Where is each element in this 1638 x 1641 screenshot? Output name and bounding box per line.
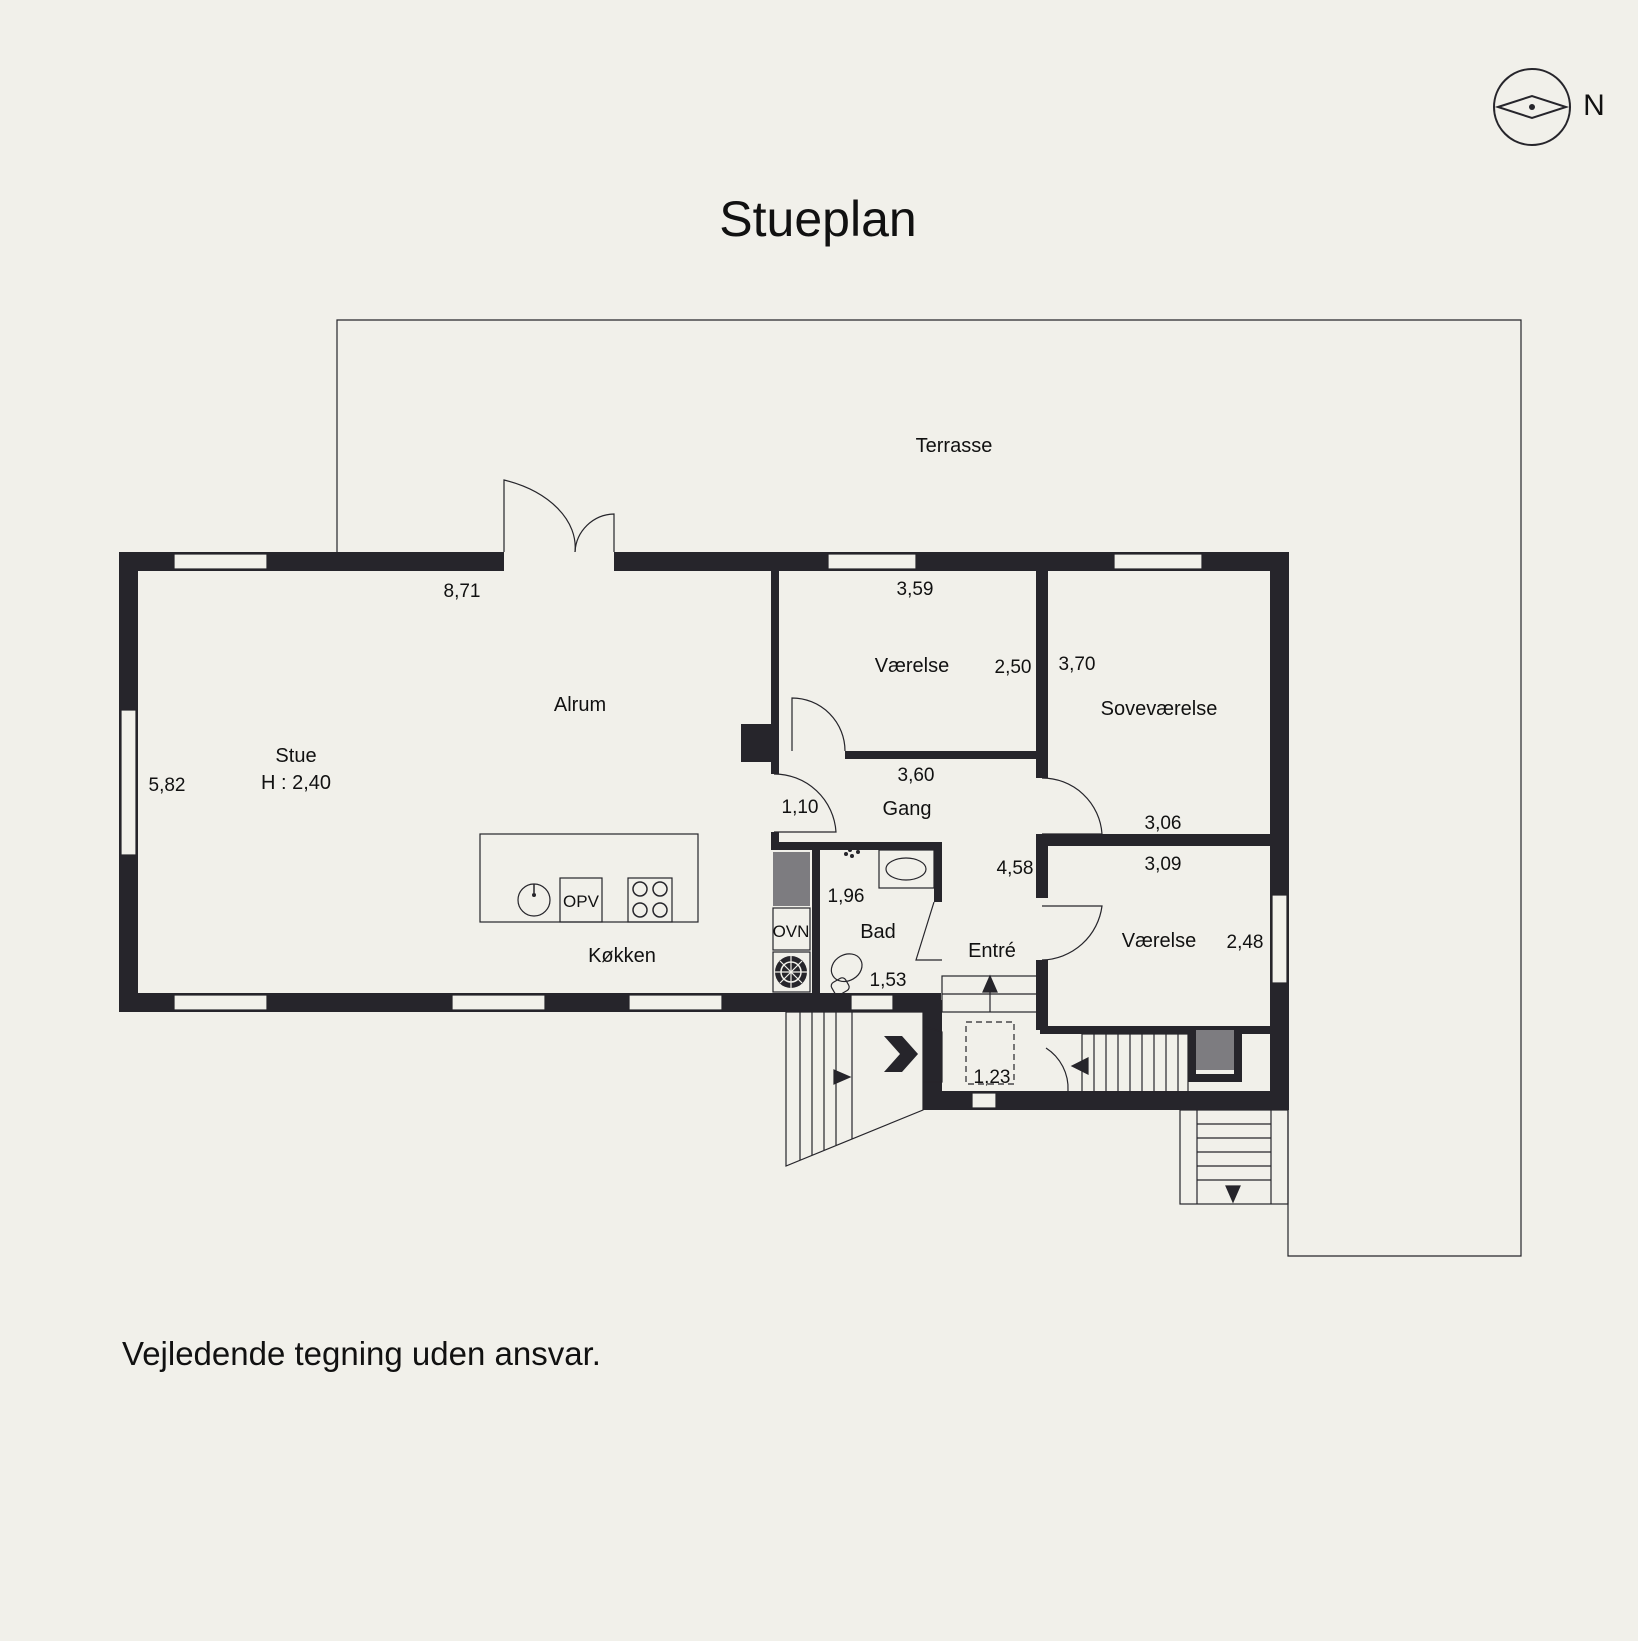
dimension-label: 8,71 <box>444 581 481 602</box>
back-cabinet-block <box>1196 1030 1234 1070</box>
room-vaerelse-1: Værelse <box>875 655 949 677</box>
dimension-label: 5,82 <box>149 775 186 796</box>
washbasin-icon <box>878 849 935 889</box>
dimension-label: 3,09 <box>1145 854 1182 875</box>
back-stairs <box>1070 1033 1189 1093</box>
room-entre: Entré <box>968 940 1016 962</box>
dimension-label: 2,50 <box>995 657 1032 678</box>
terrace-outline <box>336 319 1522 1257</box>
shower-icon <box>844 848 860 858</box>
dimension-label: 1,10 <box>782 797 819 818</box>
compass-label: N <box>1583 89 1605 122</box>
cabinet-block <box>773 852 810 906</box>
dishwasher-label: OPV <box>563 892 600 911</box>
toilet-icon <box>830 953 863 996</box>
room-gang: Gang <box>883 798 932 820</box>
exterior-stairs-right <box>1179 1109 1289 1205</box>
dimension-label: 3,60 <box>898 765 935 786</box>
dimension-label: 2,48 <box>1227 932 1264 953</box>
doors <box>503 479 1103 1092</box>
interior-walls <box>741 568 1275 1082</box>
kitchen-island: OPV <box>479 833 699 923</box>
room-sovevaerelse: Soveværelse <box>1101 698 1218 720</box>
room-alrum: Alrum <box>554 694 606 716</box>
oven-label: OVN <box>773 922 810 941</box>
entrance-chevron-icon <box>884 1036 918 1072</box>
dimension-label: 1,96 <box>828 886 865 907</box>
dimension-label: 3,06 <box>1145 813 1182 834</box>
dimension-label: 3,59 <box>897 579 934 600</box>
room-vaerelse-2: Værelse <box>1122 930 1196 952</box>
exterior-stairs-left <box>785 1011 924 1167</box>
sink-icon <box>517 883 551 917</box>
dimension-label: 1,53 <box>870 970 907 991</box>
room-stue: Stue <box>275 745 316 767</box>
room-stue-height: H : 2,40 <box>261 772 331 794</box>
dimension-label: 4,58 <box>997 858 1034 879</box>
room-terrasse: Terrasse <box>916 435 993 457</box>
fan-icon <box>772 951 811 993</box>
disclaimer-text: Vejledende tegning uden ansvar. <box>122 1335 601 1372</box>
dimension-label: 1,23 <box>974 1067 1011 1088</box>
windows <box>120 553 1288 1109</box>
page-title: Stueplan <box>719 191 916 247</box>
room-bad: Bad <box>860 921 896 943</box>
north-compass-icon <box>1493 68 1571 146</box>
dimension-label: 3,70 <box>1059 654 1096 675</box>
stovetop-icon <box>627 877 673 923</box>
oven-box <box>772 907 811 951</box>
entry-stairs <box>941 974 1040 1085</box>
room-kokken: Køkken <box>588 945 656 967</box>
